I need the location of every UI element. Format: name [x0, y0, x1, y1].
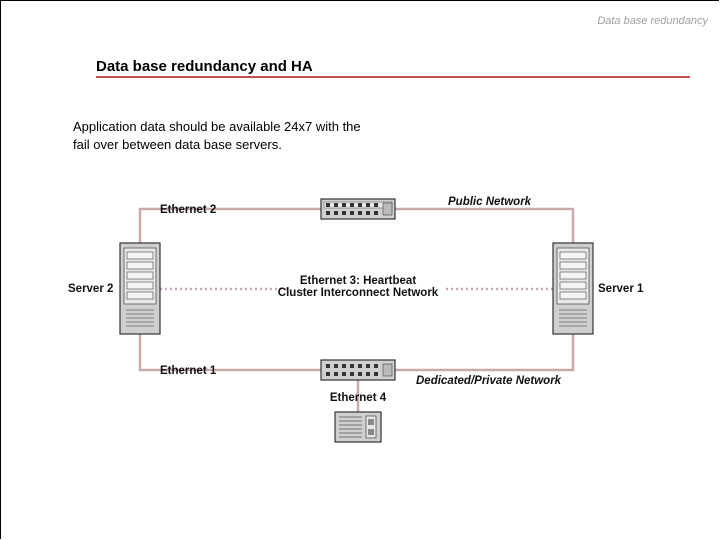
label-public-network: Public Network [448, 196, 532, 208]
label-private-network: Dedicated/Private Network [416, 375, 562, 387]
body-line-2: fail over between data base servers. [73, 137, 282, 152]
title-rule [96, 76, 690, 78]
label-ethernet4: Ethernet 4 [330, 392, 387, 404]
body-text: Application data should be available 24x… [73, 118, 433, 154]
server2-icon [119, 242, 161, 335]
body-line-1: Application data should be available 24x… [73, 119, 361, 134]
storage-device-icon [334, 411, 382, 443]
label-server1: Server 1 [598, 283, 644, 295]
server1-icon [552, 242, 594, 335]
private-switch-icon [320, 359, 396, 381]
label-heartbeat-1: Ethernet 3: Heartbeat [300, 275, 416, 287]
slide-title: Data base redundancy and HA [96, 58, 313, 75]
label-ethernet2: Ethernet 2 [160, 204, 216, 216]
label-server2: Server 2 [68, 283, 113, 295]
label-ethernet1: Ethernet 1 [160, 365, 217, 377]
label-heartbeat-2: Cluster Interconnect Network [278, 287, 439, 299]
public-switch-icon [320, 198, 396, 220]
header-tag: Data base redundancy [597, 15, 708, 27]
